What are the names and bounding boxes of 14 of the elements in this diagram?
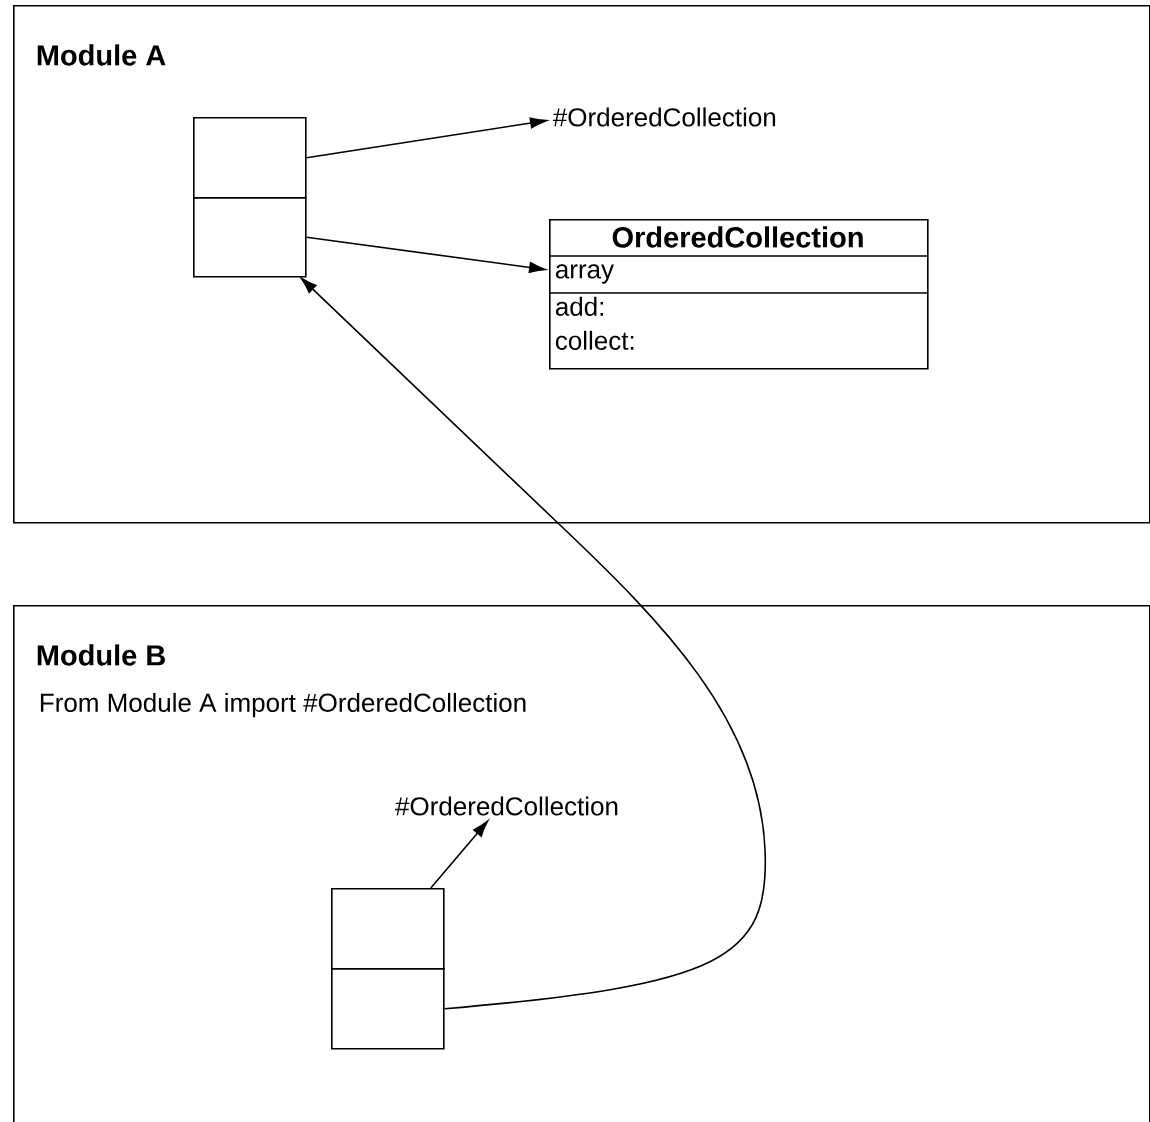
arrow [300, 277, 766, 1010]
object-cell [331, 968, 445, 1050]
object-cell [193, 117, 307, 199]
module-title: Module A [37, 44, 166, 66]
arrow [305, 236, 546, 273]
module-title: Module B [37, 644, 165, 666]
arrow [430, 820, 489, 889]
arrow [305, 117, 547, 159]
symbol-label: #OrderedCollection [552, 107, 776, 127]
import-statement: From Module A import #OrderedCollection [40, 692, 526, 718]
symbol-label: #OrderedCollection [395, 796, 618, 816]
class-box: OrderedCollection array add: collect: [548, 219, 929, 370]
object-cell [331, 888, 445, 970]
object-cell [193, 197, 307, 278]
